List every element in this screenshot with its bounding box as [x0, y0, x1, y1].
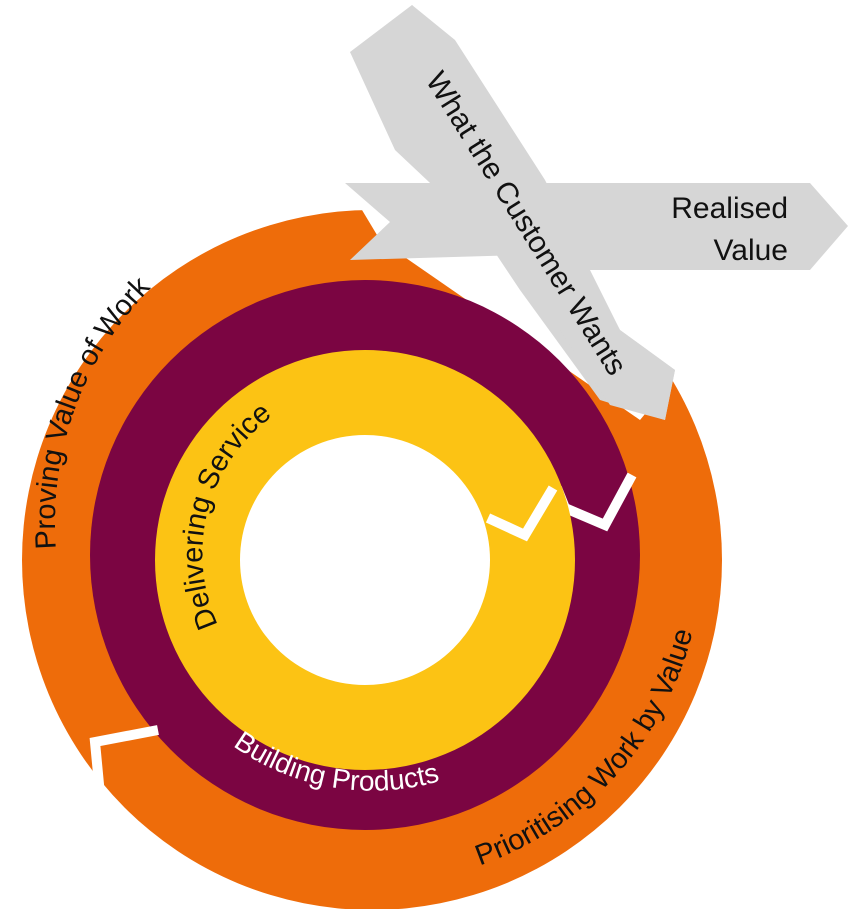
- output-arrow: [345, 183, 848, 270]
- inner-ring: [155, 350, 575, 770]
- output-arrow-label-line2: Value: [713, 234, 788, 267]
- output-arrow-label-line1: Realised: [671, 192, 788, 225]
- arrows: [345, 5, 848, 420]
